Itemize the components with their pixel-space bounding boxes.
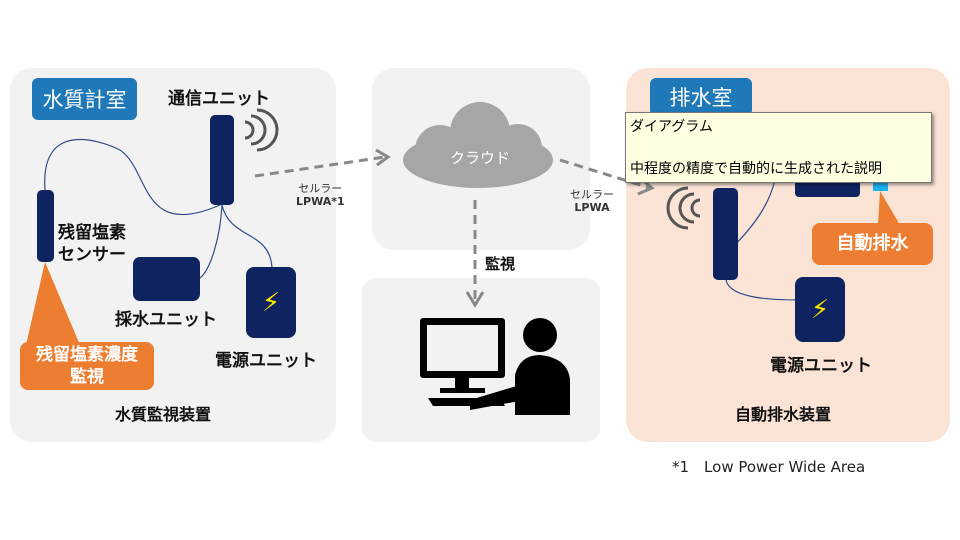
callout-line-2: 監視 [70, 367, 104, 387]
uplink-arrow-left [254, 155, 386, 178]
monitor-label: 監視 [485, 255, 516, 273]
left-link-label: セルラー LPWA*1 [296, 182, 345, 208]
left-device-title: 水質監視装置 [115, 405, 212, 424]
power-unit-label: 電源ユニット [215, 351, 317, 371]
power-unit: ⚡ [246, 267, 296, 338]
right-device-title: 自動排水装置 [735, 405, 832, 424]
wireless-icon [244, 108, 701, 230]
lightning-icon: ⚡ [810, 294, 830, 325]
sampling-unit [133, 257, 200, 301]
comm-unit [210, 115, 234, 205]
right-link-label: セルラー LPWA [570, 188, 614, 214]
auto-drain-callout: 自動排水 [812, 223, 933, 265]
chlorine-sensor [37, 190, 54, 262]
lightning-icon: ⚡ [261, 287, 281, 318]
computer-user-icon [420, 318, 570, 415]
drain-room-badge: 排水室 [650, 78, 752, 116]
cloud-label: クラウド [450, 149, 511, 167]
tooltip-description: 中程度の精度で自動的に生成された説明 [630, 161, 882, 177]
link-protocol: LPWA*1 [296, 195, 345, 208]
water-quality-room-badge: 水質計室 [32, 78, 137, 120]
sensor-label-2: センサー [58, 245, 126, 265]
comm-unit-right [713, 188, 738, 280]
comm-unit-label: 通信ユニット [168, 89, 270, 109]
tooltip-title: ダイアグラム [630, 119, 713, 135]
link-protocol: LPWA [574, 201, 610, 214]
link-type: セルラー [570, 188, 614, 201]
link-type: セルラー [298, 182, 343, 195]
cloud-icon [403, 102, 553, 188]
alt-text-tooltip: ダイアグラム 中程度の精度で自動的に生成された説明 [625, 112, 932, 183]
power-unit-right-label: 電源ユニット [770, 356, 872, 376]
power-unit-right: ⚡ [795, 277, 845, 342]
footnote: *1 Low Power Wide Area [672, 458, 866, 476]
sampling-unit-label: 採水ユニット [115, 310, 217, 330]
sensor-label-1: 残留塩素 [58, 223, 126, 243]
chlorine-monitor-callout: 残留塩素濃度 監視 [20, 342, 154, 390]
downlink-arrow-right [559, 158, 651, 190]
callout-line-1: 残留塩素濃度 [36, 345, 138, 365]
